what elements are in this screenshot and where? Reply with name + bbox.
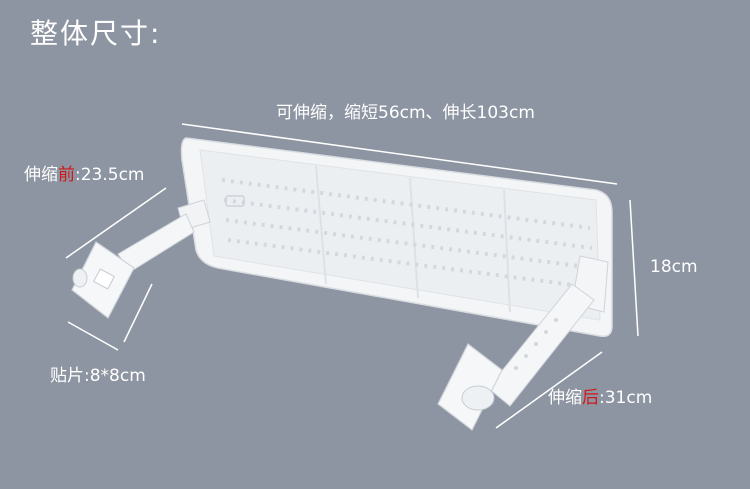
- rear-extension-label: 伸缩后:31cm: [548, 383, 652, 408]
- front-highlight: 前: [58, 165, 75, 185]
- rib: [409, 177, 419, 299]
- rear-patch: [437, 343, 503, 431]
- height-dimension-line: [629, 199, 639, 337]
- page-title: 整体尺寸:: [30, 17, 162, 50]
- length-dimension-line: [181, 123, 618, 185]
- front-arm: [117, 213, 195, 273]
- length-dimension-label: 可伸缩，缩短56cm、伸长103cm: [276, 103, 535, 123]
- patch-size-label: 贴片:8*8cm: [50, 366, 146, 386]
- front-value: :23.5cm: [75, 165, 145, 185]
- rear-arm: [487, 283, 595, 407]
- front-extension-label: 伸缩前:23.5cm: [24, 160, 145, 185]
- rear-highlight: 后: [582, 388, 599, 408]
- patch-dimension-line-b: [123, 283, 153, 343]
- rib: [503, 189, 511, 313]
- rear-arm-holes: [514, 318, 558, 370]
- front-prefix: 伸缩: [24, 165, 58, 185]
- rear-prefix: 伸缩: [548, 388, 582, 408]
- rear-patch-mount: [461, 385, 495, 411]
- patch-dimension-line-a: [67, 321, 119, 351]
- patch-label-sticker: [92, 268, 116, 290]
- height-dimension-label: 18cm: [650, 257, 698, 277]
- rib: [315, 165, 327, 285]
- front-dimension-line: [65, 187, 167, 259]
- slot-icon: [225, 195, 245, 207]
- rear-dimension-line: [495, 351, 603, 429]
- rear-value: :31cm: [599, 388, 653, 408]
- front-patch-knob: [72, 268, 88, 288]
